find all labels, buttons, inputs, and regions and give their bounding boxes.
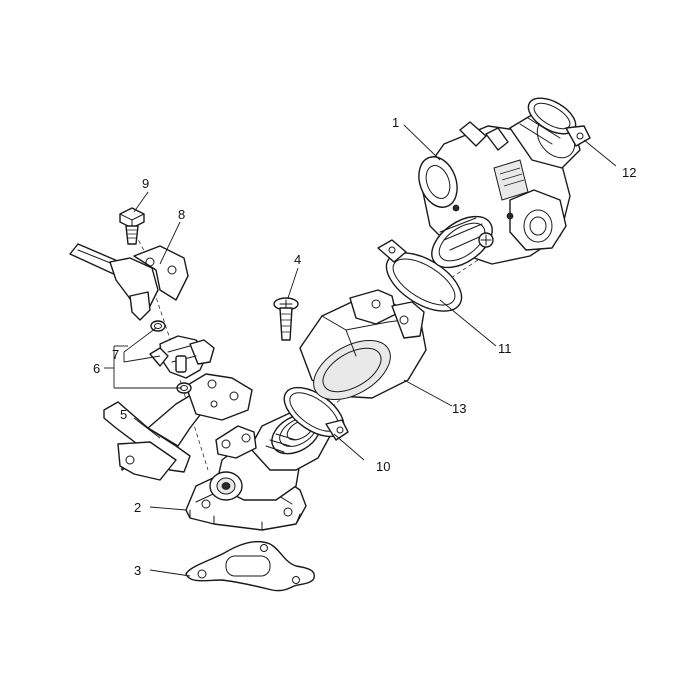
callout-6: 6 [93,361,100,376]
intake-manifold-part [185,411,331,531]
callouts: 1 2 3 4 5 6 7 8 9 10 11 12 13 [93,115,636,578]
leader-lines [104,124,617,577]
callout-4: 4 [294,252,301,267]
callout-2: 2 [134,500,141,515]
clamp-part-11 [377,239,463,312]
clamp-part-12 [527,97,591,147]
callout-8: 8 [178,207,185,222]
gasket-part [185,540,315,592]
callout-5: 5 [120,407,127,422]
support-bracket-part [103,373,253,481]
injector-part [69,243,189,321]
callout-1: 1 [392,115,399,130]
callout-11: 11 [498,341,512,356]
throttle-body-part [418,109,581,269]
callout-3: 3 [134,563,141,578]
screw-part-9 [119,207,145,245]
screw-part-4 [273,297,299,341]
callout-7: 7 [112,347,119,362]
callout-9: 9 [142,176,149,191]
adapter-part [299,289,427,401]
sensor-part [149,320,215,394]
callout-13: 13 [452,401,466,416]
callout-12: 12 [622,165,636,180]
callout-10: 10 [376,459,390,474]
